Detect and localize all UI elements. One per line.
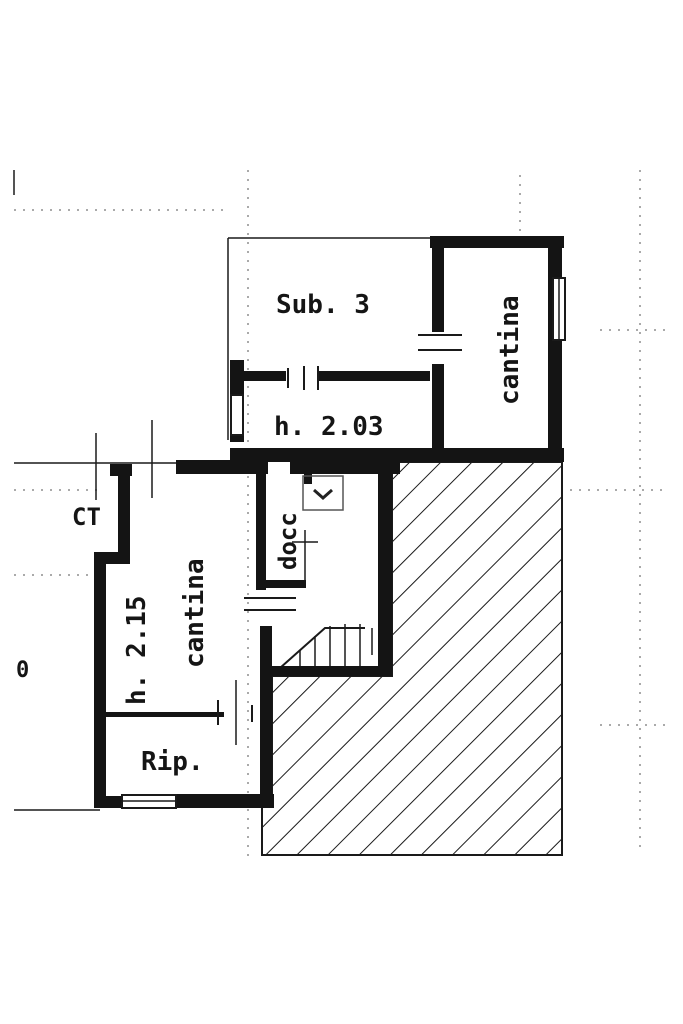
reference-grid — [14, 170, 668, 860]
edge-fragment-label: 0 — [16, 658, 29, 683]
sub-label: Sub. 3 — [276, 290, 370, 320]
docc-label: docc — [274, 512, 302, 570]
rip-label: Rip. — [141, 747, 204, 777]
stairs — [279, 624, 373, 670]
reference-lines — [13, 170, 430, 811]
ct-label: CT — [72, 503, 101, 531]
openings — [121, 277, 566, 809]
cantina-lower-label: cantina — [180, 558, 210, 668]
hatched-area — [261, 461, 563, 856]
height-upper-label: h. 2.03 — [274, 412, 384, 442]
cantina-upper-label: cantina — [495, 295, 525, 405]
height-lower-label: h. 2.15 — [122, 595, 152, 705]
